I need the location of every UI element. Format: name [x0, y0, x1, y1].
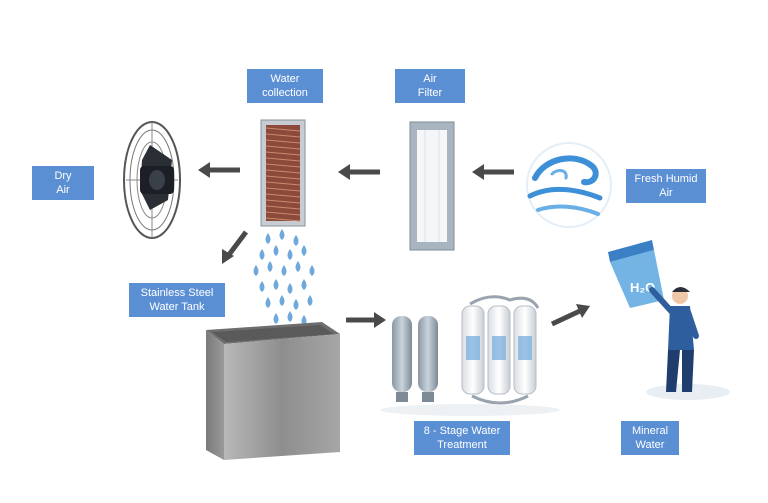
arrow-coil-to-tank: [222, 230, 248, 264]
person-drinking-icon: H₂O: [608, 240, 730, 400]
label-8-stage-treatment: 8 - Stage Water Treatment: [414, 421, 510, 455]
arrow-air-to-filter: [472, 164, 514, 180]
label-air-filter: Air Filter: [395, 69, 465, 103]
water-droplet: [301, 245, 307, 256]
filter-cartridges-icon: [380, 295, 560, 416]
coil-fin: [265, 139, 301, 144]
water-droplet: [279, 229, 285, 240]
water-droplet: [253, 265, 259, 276]
coil-fin: [265, 145, 301, 150]
label-water-collection: Water collection: [247, 69, 323, 103]
water-droplet: [273, 313, 279, 324]
water-droplet: [259, 249, 265, 260]
coil-fin: [265, 157, 301, 162]
steel-tank-icon: [206, 322, 340, 460]
coil-fins: [265, 127, 301, 222]
water-droplet: [293, 235, 299, 246]
coil-fin: [265, 211, 301, 216]
arrow-treatment-to-mineral: [550, 304, 590, 327]
water-droplet: [309, 265, 315, 276]
water-droplet: [281, 265, 287, 276]
arrow-filter-to-coil: [338, 164, 380, 180]
water-droplet: [293, 299, 299, 310]
coil-fin: [265, 175, 301, 180]
water-droplet: [273, 279, 279, 290]
coil-fin: [265, 181, 301, 186]
label-fresh-humid-air: Fresh Humid Air: [626, 169, 706, 203]
coil-fin: [265, 205, 301, 210]
water-droplet: [295, 261, 301, 272]
water-droplet: [287, 249, 293, 260]
fan-icon: [123, 121, 181, 239]
water-droplet: [287, 283, 293, 294]
water-droplet: [265, 233, 271, 244]
water-droplet: [267, 261, 273, 272]
air-wave-icon: [526, 142, 612, 228]
coil-fin: [265, 133, 301, 138]
air-filter-icon: [409, 121, 455, 251]
arrow-tank-to-treatment: [346, 312, 386, 328]
glass-label: H₂O: [630, 280, 655, 295]
coil-fin: [265, 169, 301, 174]
coil-fin: [265, 127, 301, 132]
water-droplet: [273, 245, 279, 256]
coil-fin: [265, 163, 301, 168]
water-droplets-icon: [253, 229, 315, 338]
water-droplet: [307, 295, 313, 306]
arrow-coil-to-fan: [198, 162, 240, 178]
coil-fin: [265, 193, 301, 198]
water-droplet: [265, 297, 271, 308]
label-mineral-water: Mineral Water: [621, 421, 679, 455]
water-droplet: [301, 279, 307, 290]
label-dry-air: Dry Air: [32, 166, 94, 200]
water-droplet: [279, 295, 285, 306]
label-stainless-steel-tank: Stainless Steel Water Tank: [129, 283, 225, 317]
coil-fin: [265, 151, 301, 156]
pressure-vessels-icon: [392, 316, 438, 402]
coil-fin: [265, 217, 301, 222]
coil-fin: [265, 199, 301, 204]
coil-fin: [265, 187, 301, 192]
water-droplet: [287, 311, 293, 322]
water-droplet: [259, 281, 265, 292]
